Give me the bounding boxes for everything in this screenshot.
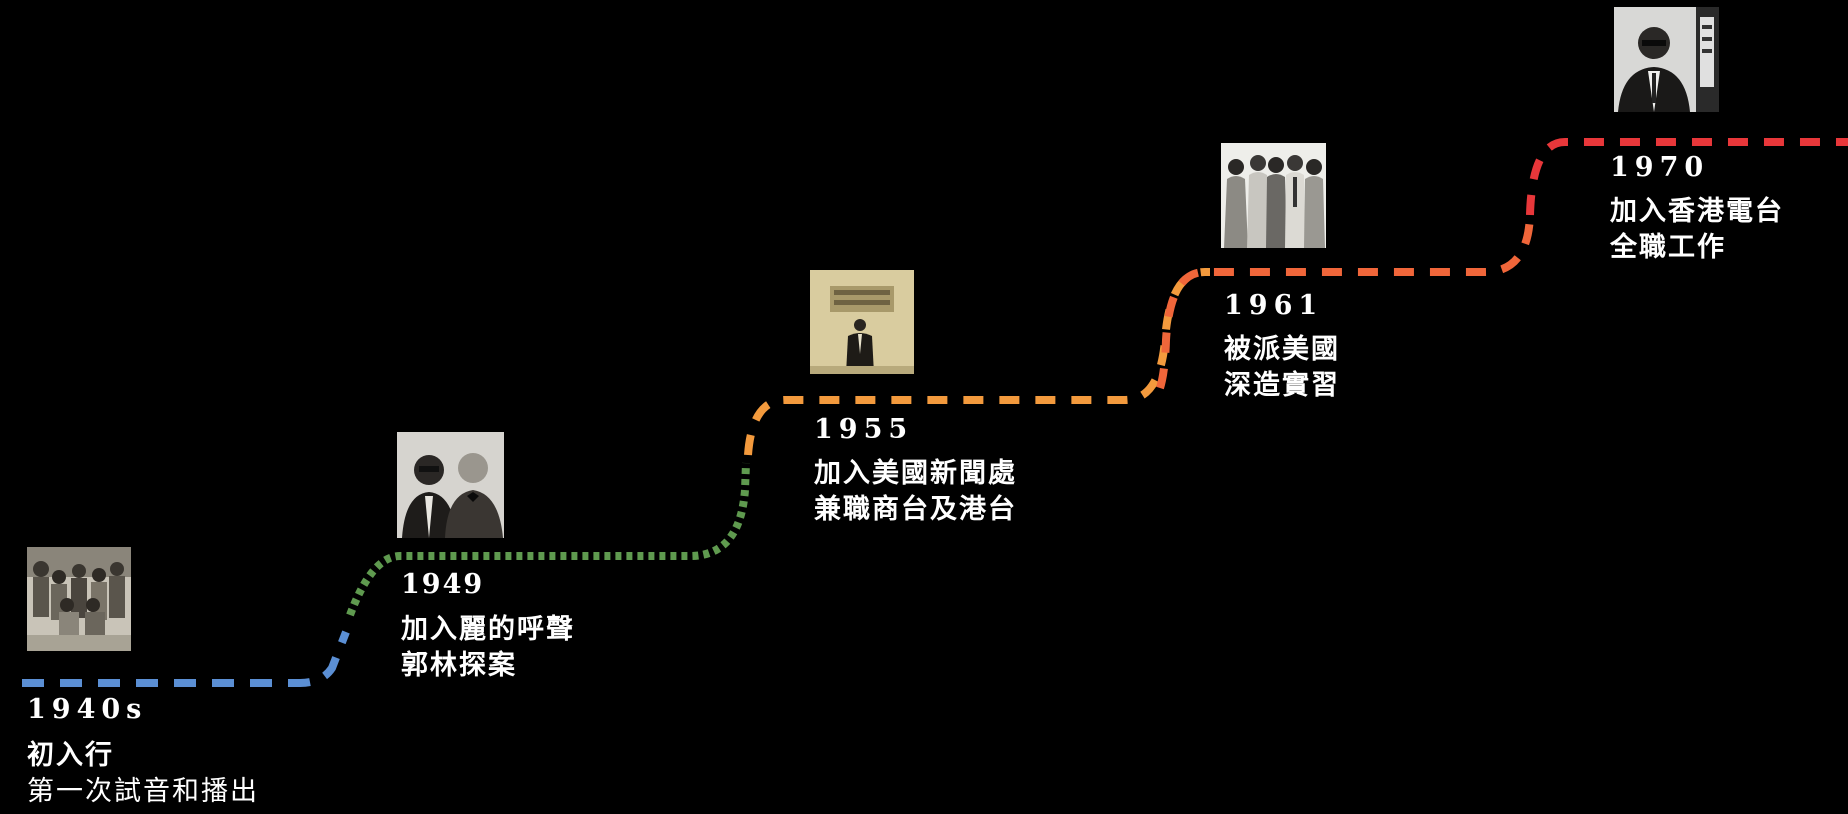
milestone-title: 加入麗的呼聲 (401, 614, 575, 645)
milestone-title: 被派美國 (1224, 334, 1340, 365)
milestone-year: 1940s (27, 694, 148, 725)
cantonese-opera-group-photo-icon (27, 547, 131, 651)
milestone-year: 1955 (814, 414, 914, 445)
timeline-segment-1949 (346, 462, 750, 617)
milestone-subtitle: 兼職商台及港台 (814, 494, 1017, 525)
milestone-title: 加入香港電台 (1610, 196, 1784, 227)
milestone-subtitle: 第一次試音和播出 (27, 776, 259, 807)
milestone-subtitle: 深造實習 (1224, 370, 1340, 401)
timeline-segment-1970 (1526, 138, 1848, 216)
group-in-usa-photo-icon (1221, 143, 1326, 248)
milestone-year: 1961 (1224, 290, 1324, 321)
man-under-sign-photo-icon (810, 270, 914, 374)
timeline-segment-1940s (22, 630, 350, 687)
milestone-title: 初入行 (27, 740, 114, 771)
milestone-title: 加入美國新聞處 (814, 458, 1017, 489)
milestone-subtitle: 全職工作 (1610, 232, 1726, 263)
two-men-portrait-photo-icon (397, 432, 504, 538)
milestone-subtitle: 郭林探案 (401, 650, 517, 681)
timeline-segment-1955 (744, 268, 1210, 456)
timeline-segment-1961 (1156, 214, 1534, 390)
milestone-year: 1970 (1610, 152, 1710, 183)
milestone-year: 1949 (401, 569, 485, 600)
man-with-microphone-photo-icon (1614, 7, 1719, 112)
